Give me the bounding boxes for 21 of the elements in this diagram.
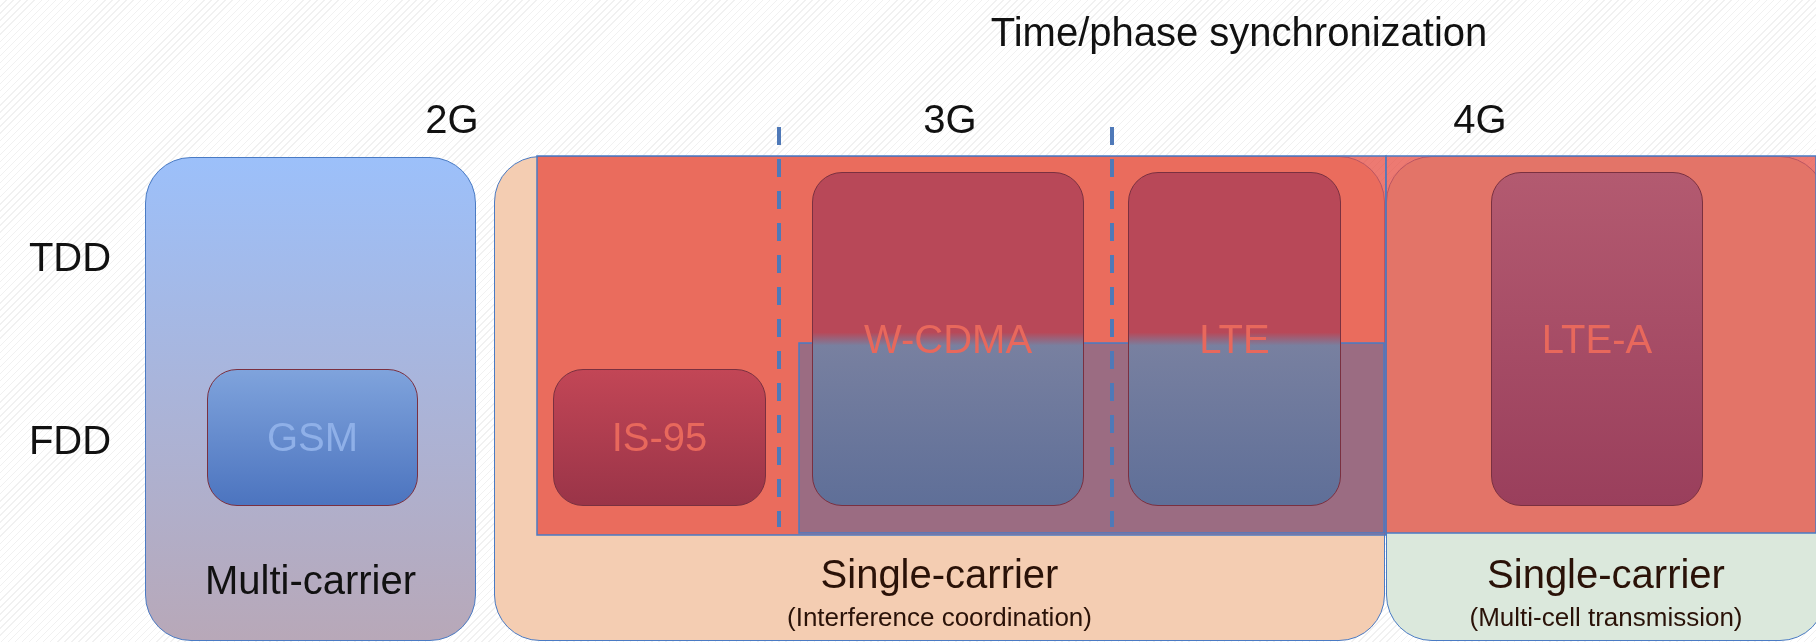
node-label: LTE [1199, 316, 1270, 362]
subtitle: (Multi-cell transmission) [1468, 602, 1744, 633]
group-title: Single-carrier [1486, 552, 1726, 597]
rounded-box [207, 369, 418, 506]
row-label: FDD [28, 417, 112, 463]
generation-label: 4G [1453, 96, 1507, 142]
generation-label: 2G [425, 96, 479, 142]
rounded-box [1128, 172, 1341, 506]
node-label: LTE-A [1541, 316, 1653, 362]
subtitle: (Interference coordination) [786, 602, 1093, 633]
group-panel [145, 157, 476, 641]
row-label: TDD [28, 234, 112, 280]
rounded-box [1491, 172, 1703, 506]
rounded-box [553, 369, 766, 506]
group-title: Multi-carrier [203, 558, 418, 603]
title: Time/phase synchronization [990, 9, 1488, 55]
group-title: Single-carrier [819, 552, 1060, 597]
generation-label: 3G [923, 96, 977, 142]
node-label: W-CDMA [863, 316, 1033, 362]
rounded-box [812, 172, 1084, 506]
node-label: IS-95 [611, 415, 708, 460]
